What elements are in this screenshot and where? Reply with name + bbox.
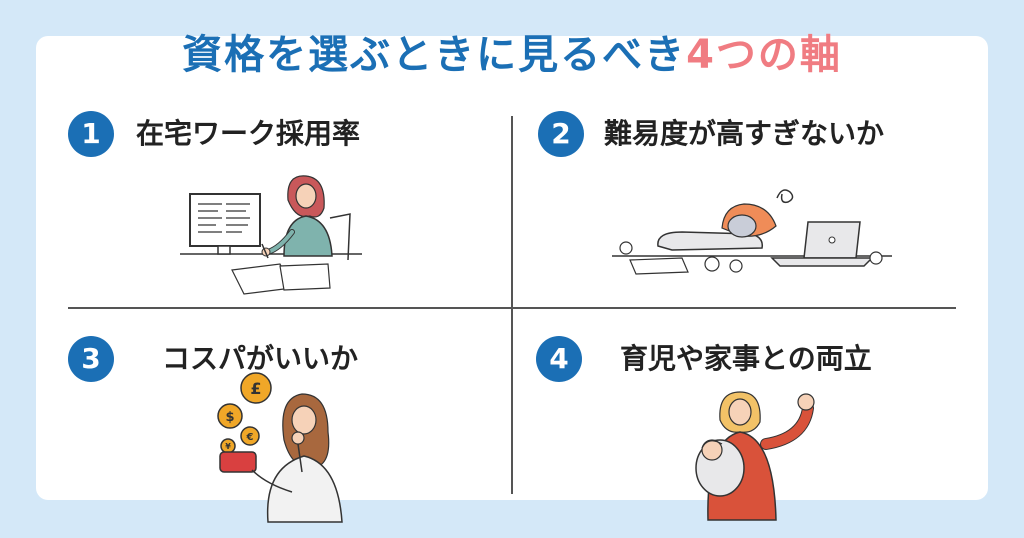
section-4-number-badge: 4 bbox=[536, 336, 582, 382]
section-3-heading: コスパがいいか bbox=[162, 342, 359, 375]
woman-at-computer-illustration bbox=[180, 175, 362, 295]
pound-coin-icon: £ bbox=[240, 372, 272, 404]
tired-woman-illustration bbox=[612, 189, 892, 275]
section-4-heading: 育児や家事との両立 bbox=[620, 342, 872, 375]
yen-coin-icon: ¥ bbox=[220, 438, 236, 454]
section-2-number-badge: 2 bbox=[538, 111, 584, 157]
svg-text:€: € bbox=[246, 432, 254, 443]
title-main: 資格を選ぶときに見るべき bbox=[182, 32, 687, 78]
dollar-coin-icon: $ bbox=[217, 403, 243, 429]
page-title: 資格を選ぶときに見るべき4つの軸 bbox=[0, 22, 1024, 80]
woman-money-illustration: £ $ € ¥ bbox=[217, 372, 343, 523]
section-1-heading: 在宅ワーク採用率 bbox=[136, 117, 361, 150]
section-1-number-badge: 1 bbox=[68, 111, 114, 157]
section-2-heading: 難易度が高すぎないか bbox=[604, 117, 885, 150]
section-3-number-badge: 3 bbox=[68, 336, 114, 382]
horizontal-divider bbox=[68, 307, 956, 309]
mother-baby-illustration bbox=[695, 391, 815, 521]
vertical-divider bbox=[511, 116, 513, 494]
svg-text:$: $ bbox=[225, 410, 234, 425]
euro-coin-icon: € bbox=[240, 426, 260, 446]
svg-text:¥: ¥ bbox=[225, 442, 231, 451]
title-accent: 4つの軸 bbox=[686, 32, 842, 78]
svg-text:£: £ bbox=[250, 379, 261, 398]
